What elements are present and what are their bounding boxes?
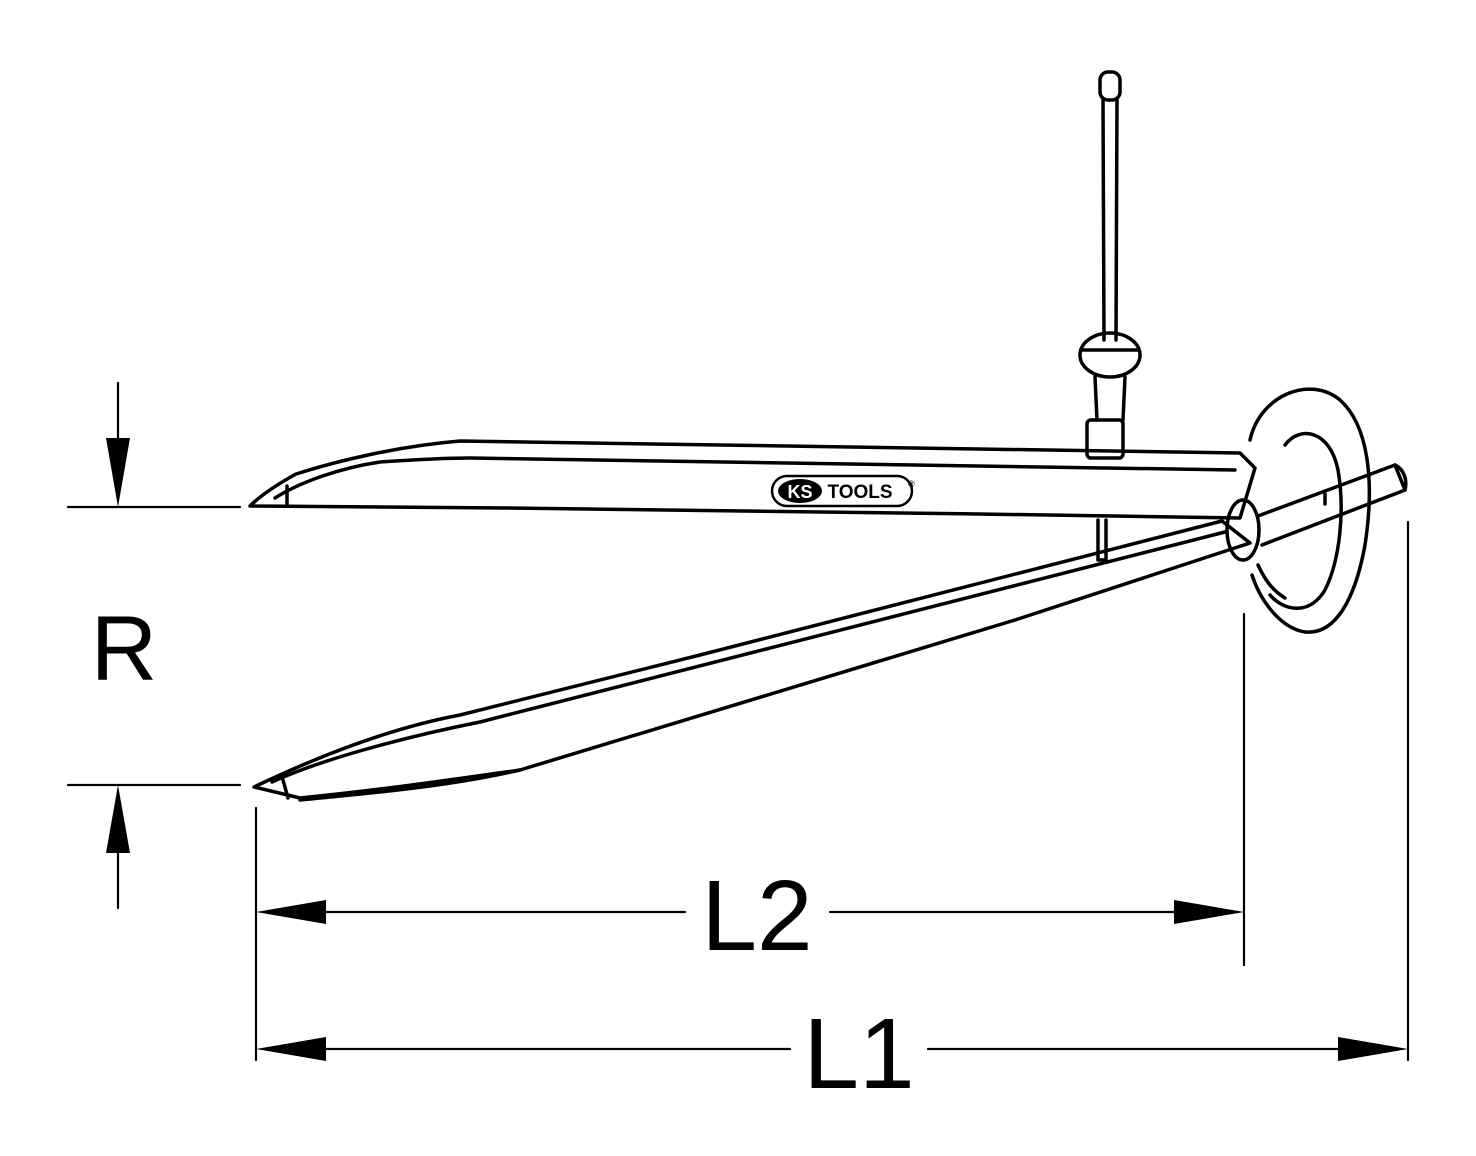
dimension-l2-label: L2	[701, 860, 812, 972]
logo-ks: KS	[787, 482, 812, 502]
ks-tools-logo: KS TOOLS ®	[770, 474, 915, 508]
dimension-l2: L2	[254, 612, 1246, 1062]
dimension-l1-label: L1	[803, 998, 914, 1110]
dimension-r: R	[66, 381, 242, 910]
adjusting-rod	[1256, 463, 1408, 547]
scriber-post	[1078, 70, 1142, 562]
divider-compass-icon: KS TOOLS ®	[248, 70, 1408, 802]
upper-leg	[248, 439, 1257, 520]
dimension-l1: L1	[256, 520, 1410, 1110]
logo-tools: TOOLS	[827, 482, 892, 503]
lower-leg	[252, 519, 1252, 802]
spring-head	[1248, 387, 1372, 634]
dimension-r-label: R	[91, 598, 157, 700]
logo-registered-mark: ®	[908, 479, 915, 489]
pivot-knob	[1225, 498, 1261, 562]
